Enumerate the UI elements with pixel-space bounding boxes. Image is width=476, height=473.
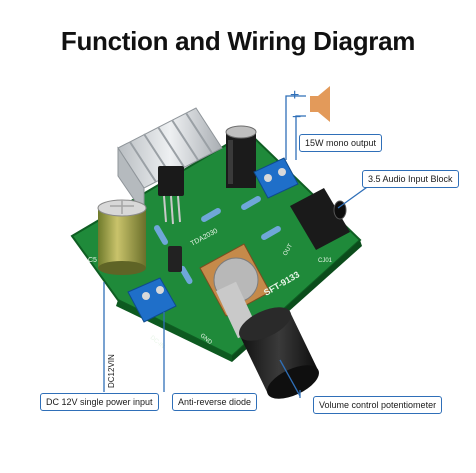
dc12vin-label: DC12VIN <box>107 354 116 388</box>
callout-volume: Volume control potentiometer <box>313 396 443 414</box>
small-capacitor <box>225 125 257 188</box>
port-in-label: DC-IN <box>149 335 166 350</box>
page-title: Function and Wiring Diagram <box>60 26 416 56</box>
large-capacitor <box>97 199 147 275</box>
speaker-minus: − <box>292 109 301 126</box>
power-terminal <box>127 277 177 323</box>
output-terminal <box>253 157 299 199</box>
jack-label: CJ01 <box>318 258 333 264</box>
leader-lines <box>103 95 371 398</box>
callout-mono-output: 15W mono output <box>299 134 383 152</box>
cap-label: C5 <box>88 257 97 264</box>
callout-power-input: DC 12V single power input <box>40 393 159 411</box>
callout-diode: Anti-reverse diode <box>172 393 258 411</box>
speaker-icon <box>310 86 330 122</box>
volume-knob <box>239 307 319 399</box>
out-label: OUT <box>283 243 295 257</box>
callout-audio-input: 3.5 Audio Input Block <box>362 170 459 188</box>
amplifier-chip <box>158 166 184 225</box>
audio-jack <box>290 188 350 250</box>
small-cap-2 <box>168 246 182 272</box>
resistors <box>154 196 281 285</box>
